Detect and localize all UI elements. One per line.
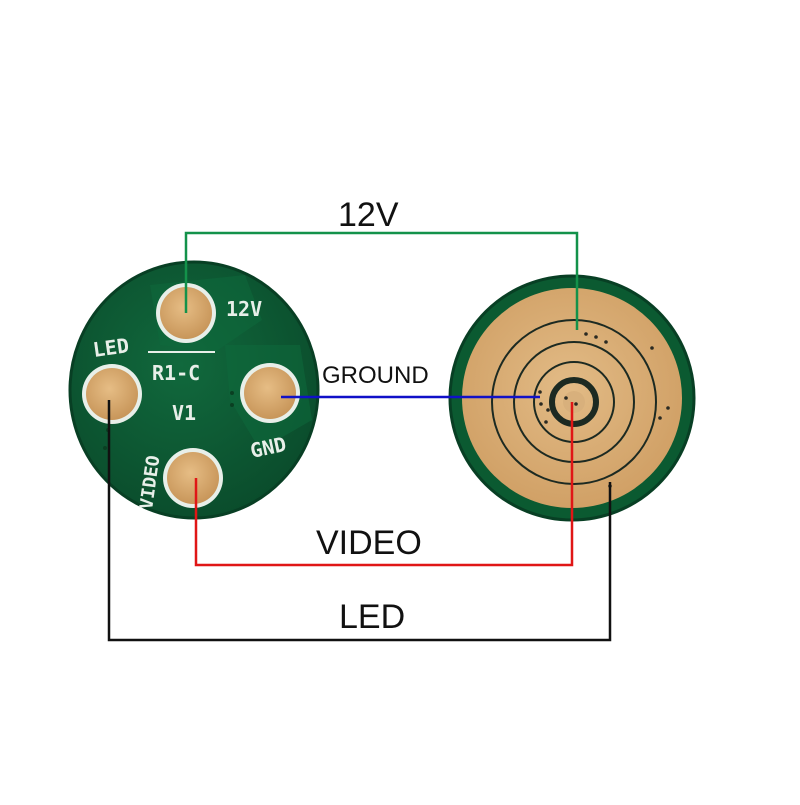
front-pcb-board: 12V LED R1-C V1 GND VIDEO <box>68 260 320 520</box>
label-led: LED <box>339 598 406 636</box>
back-pcb-board <box>448 274 696 522</box>
pad-gnd <box>240 363 300 423</box>
silk-v1: V1 <box>172 401 196 425</box>
center-ring <box>549 377 599 427</box>
wire-led <box>107 400 612 642</box>
wire-video <box>194 402 574 567</box>
silk-12v: 12V <box>226 297 262 321</box>
back-via-dots <box>538 332 670 488</box>
label-12v: 12V <box>338 196 399 234</box>
label-ground: GROUND <box>322 362 429 389</box>
via-dots <box>103 391 234 472</box>
ring-traces <box>491 319 657 485</box>
center-contact <box>563 391 585 413</box>
wire-12v <box>184 231 579 330</box>
silk-r1c: R1-C <box>152 361 200 385</box>
label-video: VIDEO <box>316 524 422 562</box>
front-board-disc <box>68 260 320 520</box>
pad-led <box>82 364 142 424</box>
silk-led: LED <box>91 333 130 362</box>
pad-video <box>163 448 223 508</box>
